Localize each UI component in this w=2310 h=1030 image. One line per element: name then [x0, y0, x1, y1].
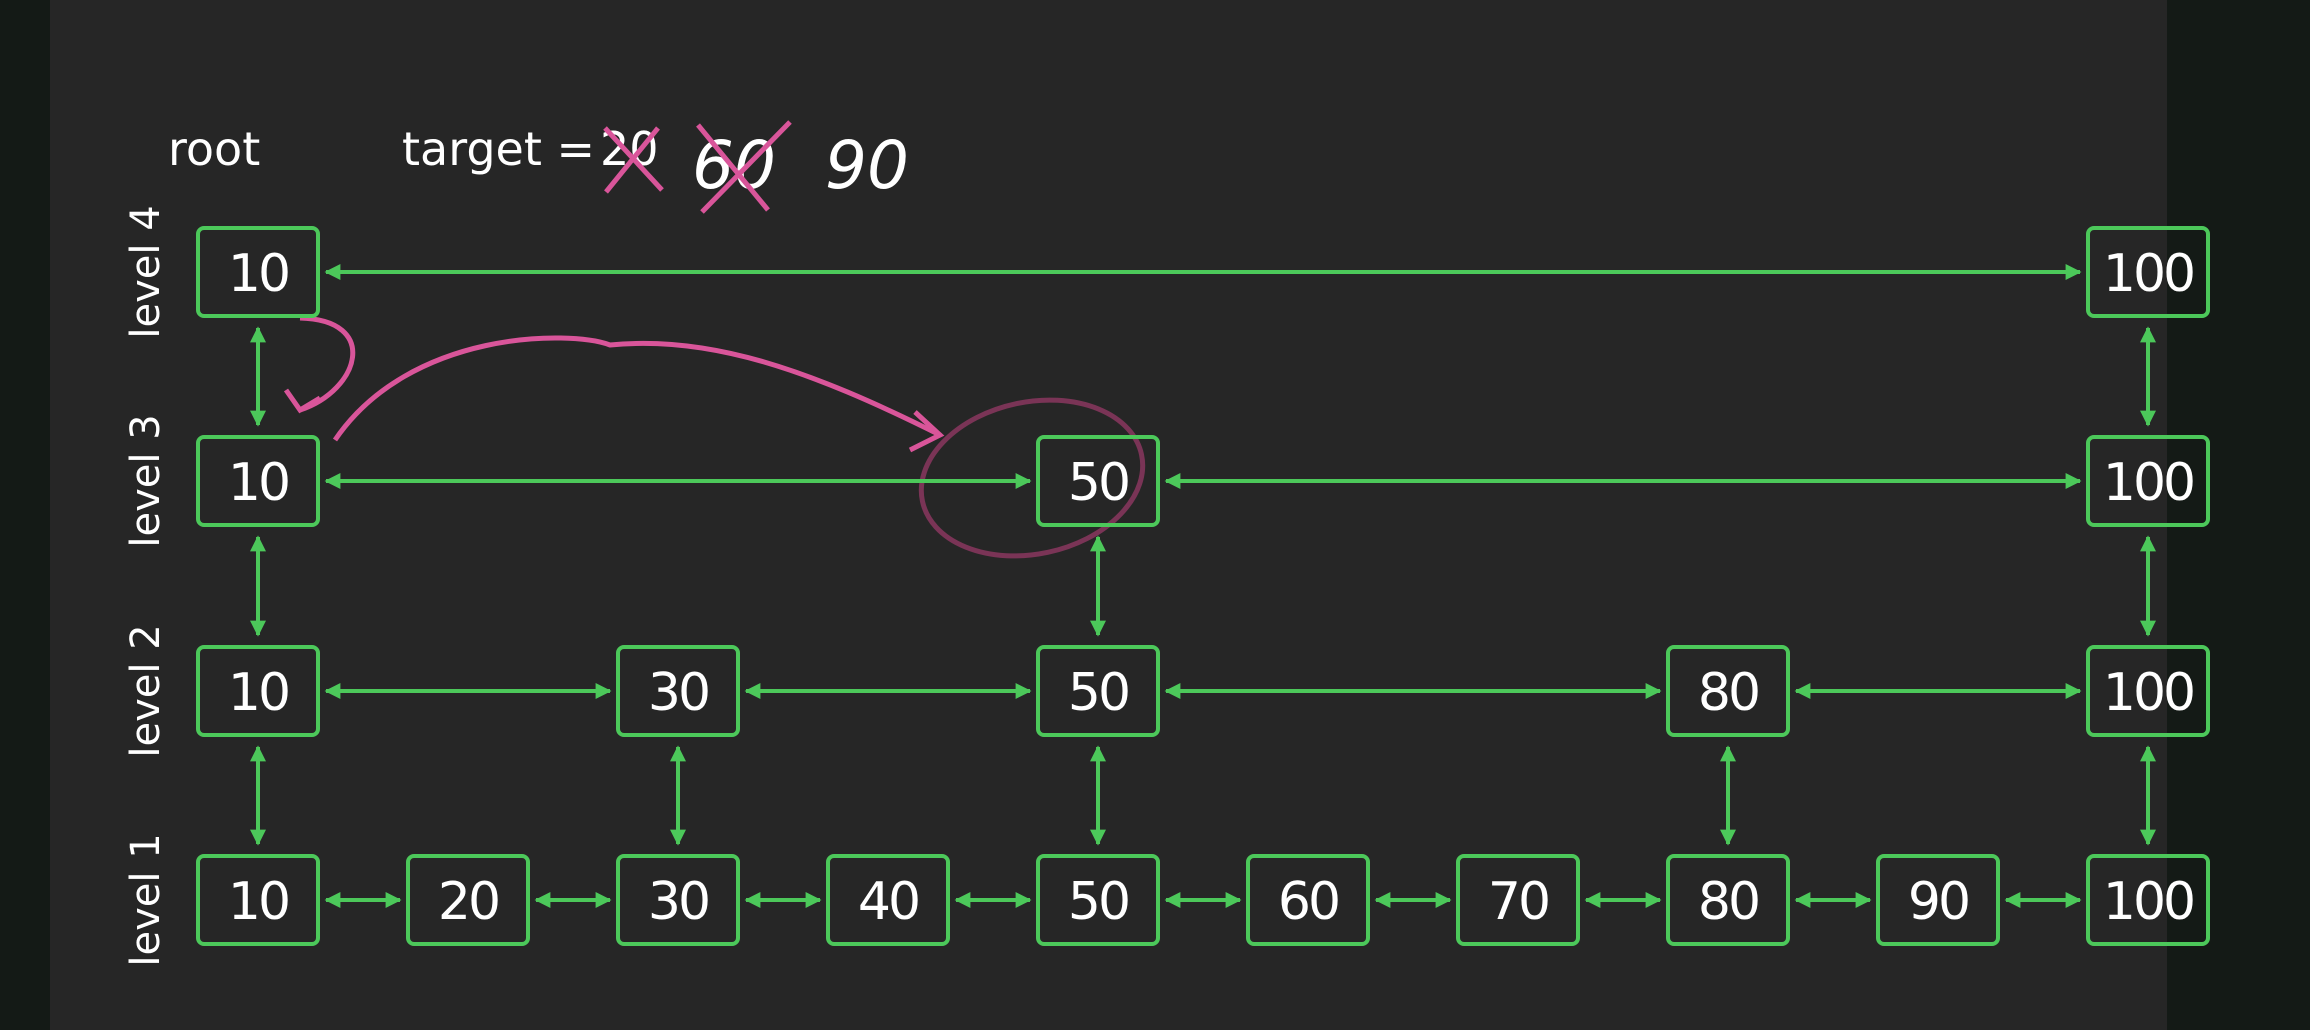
skip-list-diagram: root target = 20 60 90 level 4 level 3 lev… [123, 120, 2210, 967]
node-box [1246, 854, 1370, 946]
node-value: 10 [228, 663, 288, 723]
node-box [2086, 435, 2210, 527]
target-label: target = [402, 122, 595, 176]
diagram-panel: root target = 20 60 90 level 4 level 3 lev… [50, 0, 2210, 1030]
node-value: 50 [1068, 872, 1128, 932]
node-value: 70 [1488, 872, 1548, 932]
node-box [616, 854, 740, 946]
node-box [406, 854, 530, 946]
node-level2-30: 30 [616, 645, 740, 737]
node-level1-50: 50 [1036, 854, 1160, 946]
node-box [1036, 645, 1160, 737]
node-box [616, 645, 740, 737]
node-box [1036, 435, 1160, 527]
node-value: 50 [1068, 663, 1128, 723]
highlight-circle [918, 397, 1146, 559]
node-value: 100 [2103, 872, 2193, 932]
node-value: 10 [228, 872, 288, 932]
node-box [1456, 854, 1580, 946]
node-level4-100: 100 [2086, 226, 2210, 318]
level-label-level-3: level 3 [123, 414, 169, 547]
node-value: 30 [648, 872, 708, 932]
node-box [2086, 854, 2210, 946]
descend-arrow-head [283, 388, 322, 414]
node-level3-50: 50 [1036, 435, 1160, 527]
node-level1-80: 80 [1666, 854, 1790, 946]
level-label-level-4: level 4 [123, 205, 169, 338]
node-value: 100 [2103, 453, 2193, 513]
node-box [196, 226, 320, 318]
node-value: 80 [1698, 872, 1758, 932]
node-value: 10 [228, 244, 288, 304]
node-box [2086, 226, 2210, 318]
node-level2-50: 50 [1036, 645, 1160, 737]
node-level2-100: 100 [2086, 645, 2210, 737]
node-level4-10: 10 [196, 226, 320, 318]
node-value: 10 [228, 453, 288, 513]
node-value: 50 [1068, 453, 1128, 513]
node-value: 100 [2103, 244, 2193, 304]
node-box [1036, 854, 1160, 946]
level-label-level-2: level 2 [123, 624, 169, 757]
node-level1-10: 10 [196, 854, 320, 946]
skip-forward-arrow-head [908, 410, 945, 453]
node-value: 20 [438, 872, 498, 932]
cross-out-mark-2 [696, 120, 792, 214]
node-level1-90: 90 [1876, 854, 2000, 946]
node-box [196, 645, 320, 737]
node-value: 30 [648, 663, 708, 723]
node-level3-10: 10 [196, 435, 320, 527]
node-value: 90 [1908, 872, 1968, 932]
node-level1-70: 70 [1456, 854, 1580, 946]
node-box [196, 435, 320, 527]
node-value: 60 [1278, 872, 1338, 932]
node-level2-80: 80 [1666, 645, 1790, 737]
descend-arrow [299, 315, 356, 413]
node-box [196, 854, 320, 946]
node-level3-100: 100 [2086, 435, 2210, 527]
node-level2-10: 10 [196, 645, 320, 737]
level-label-level-1: level 1 [123, 833, 169, 966]
cross-out-mark-1 [603, 126, 664, 194]
node-box [1876, 854, 2000, 946]
node-value: 100 [2103, 663, 2193, 723]
node-level1-30: 30 [616, 854, 740, 946]
skip-forward-arrow [332, 335, 942, 442]
node-level1-100: 100 [2086, 854, 2210, 946]
node-level1-40: 40 [826, 854, 950, 946]
node-value: 80 [1698, 663, 1758, 723]
root-label: root [168, 122, 260, 176]
current-target-90: 90 [825, 127, 909, 204]
node-level1-20: 20 [406, 854, 530, 946]
node-box [1666, 645, 1790, 737]
node-level1-60: 60 [1246, 854, 1370, 946]
node-box [826, 854, 950, 946]
node-box [2086, 645, 2210, 737]
node-value: 40 [858, 872, 918, 932]
node-box [1666, 854, 1790, 946]
